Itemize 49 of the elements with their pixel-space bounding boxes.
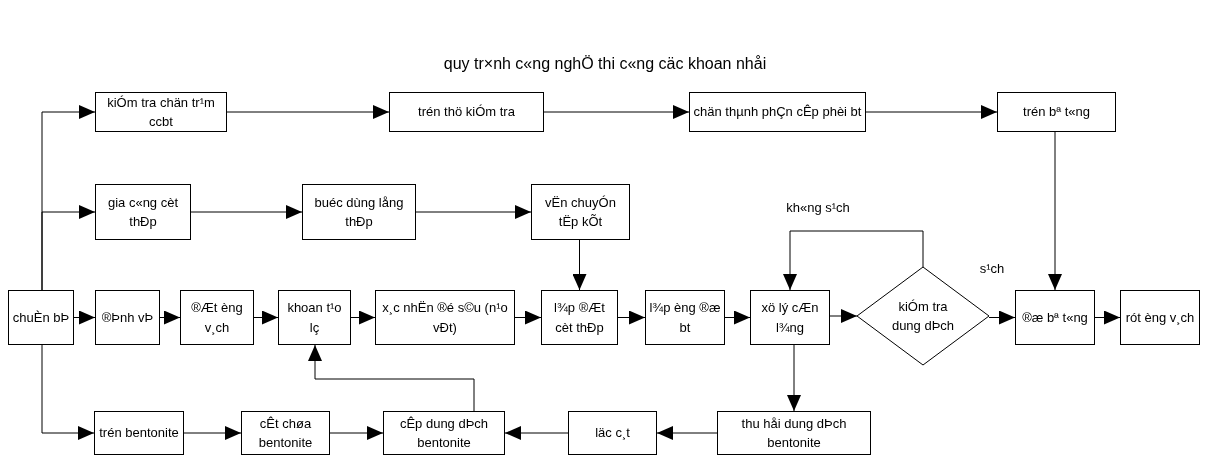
- process-box: vËn chuyÓn tËp kÕt: [531, 184, 630, 240]
- process-box: rót èng v¸ch: [1120, 290, 1200, 345]
- arrow: [724, 310, 751, 325]
- process-box: xö lý cÆn l¾ng: [750, 290, 830, 345]
- arrow: [988, 310, 1016, 325]
- arrow: [350, 310, 376, 325]
- arrow: [1094, 310, 1121, 325]
- arrow: [1048, 131, 1062, 291]
- arrow: [190, 205, 303, 219]
- arrow: [829, 309, 858, 323]
- process-box: trén thö kiÓm tra: [389, 92, 544, 132]
- arrow: [226, 105, 390, 119]
- arrow: [41, 344, 95, 440]
- arrow: [514, 310, 542, 325]
- process-box: trén bª t«ng: [997, 92, 1116, 132]
- arrow: [308, 344, 475, 412]
- process-box: l¾p ®Æt cèt thÐp: [541, 290, 618, 345]
- process-box: ®Æt èng v¸ch: [180, 290, 254, 345]
- arrow: [329, 426, 384, 440]
- process-box: thu håi dung dÞch bentonite: [717, 411, 871, 455]
- arrow: [617, 310, 646, 325]
- arrow: [656, 426, 718, 440]
- process-box: läc c¸t: [568, 411, 657, 455]
- arrow: [415, 205, 532, 219]
- diagram-title: quy tr×nh c«ng nghÖ thi c«ng cäc khoan nhåi: [443, 55, 767, 73]
- arrow: [183, 426, 242, 440]
- arrow: [253, 310, 279, 325]
- arrow: [865, 105, 998, 119]
- arrow: [159, 310, 181, 325]
- arrow: [73, 310, 96, 325]
- process-box: buéc dùng lång thÐp: [302, 184, 416, 240]
- process-box: ®æ bª t«ng: [1015, 290, 1095, 345]
- arrow: [41, 205, 96, 291]
- process-box: kiÓm tra chän tr¹m ccbt: [95, 92, 227, 132]
- process-box: ®Þnh vÞ: [95, 290, 160, 345]
- arrow: [783, 230, 924, 291]
- process-box: cÊt chøa bentonite: [241, 411, 330, 455]
- process-box: cÊp dung dÞch bentonite: [383, 411, 505, 455]
- arrow: [504, 426, 569, 440]
- process-box: khoan t¹o lç: [278, 290, 351, 345]
- process-box: chän thµnh phÇn cÊp phèi bt: [689, 92, 866, 132]
- process-box: x¸c nhËn ®é s©u (n¹o vÐt): [375, 290, 515, 345]
- process-box: trén bentonite: [94, 411, 184, 455]
- process-box: l¾p èng ®æ bt: [645, 290, 725, 345]
- arrow: [572, 239, 587, 291]
- arrow: [543, 105, 690, 119]
- process-box: gia c«ng cèt thÐp: [95, 184, 191, 240]
- arrow: [787, 344, 801, 412]
- process-box: chuÈn bÞ: [8, 290, 74, 345]
